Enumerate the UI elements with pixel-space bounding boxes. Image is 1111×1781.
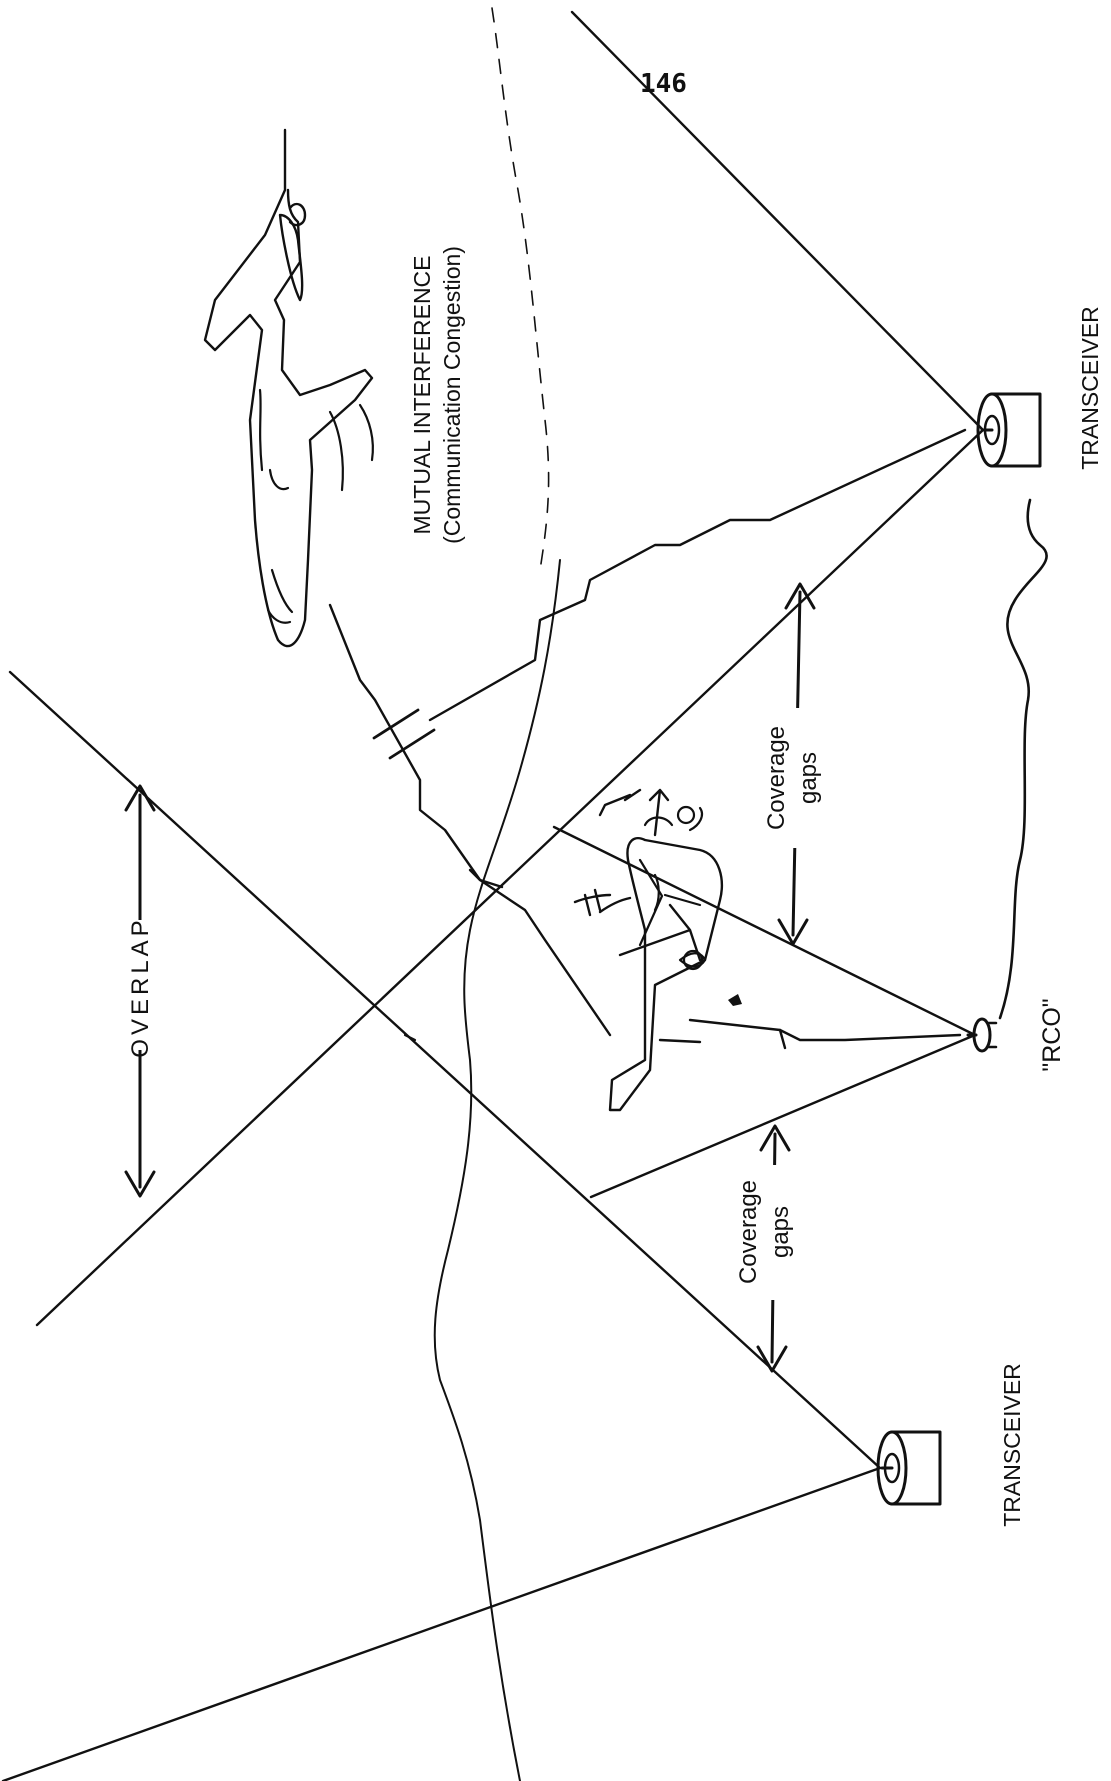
mutual-interference-label: MUTUAL INTERFERENCE [409,256,435,535]
rco-coverage-lower [589,1033,977,1199]
terrain-line [433,559,561,1781]
transceiver-icon [976,392,1042,468]
coverage-gaps-upper-label-2: gaps [795,752,822,804]
rco-station-icon [966,1017,998,1053]
rco-label: "RCO" [1038,998,1066,1071]
coverage-gaps-lower-label-1: Coverage [735,1180,762,1284]
rco-coverage-upper [552,825,977,1037]
helicopter-icon [573,788,742,1112]
coverage-gaps-lower-label-2: gaps [767,1206,794,1258]
landline-link [998,498,1048,1020]
transceiver-bottom-label: TRANSCEIVER [999,1363,1025,1527]
communication-congestion-label: (Communication Congestion) [439,246,465,544]
transceiver-top-label: TRANSCEIVER [1077,306,1103,470]
overlap-label: OVERLAP [127,916,154,1057]
transceiver-icon [876,1430,942,1506]
coverage-line-top-left [35,428,985,1327]
airplane-icon [203,128,374,648]
coverage-gaps-upper-label-1: Coverage [763,726,790,830]
page-number: 146 [640,69,687,99]
coverage-line-top-right [570,10,985,432]
coverage-line-bottom-left [1,1466,882,1781]
dashed-boundary [491,7,550,571]
helicopter-dot [728,994,742,1006]
lightning-signal-icon [328,428,967,1050]
signal-tick [403,1033,417,1042]
coverage-line-bottom-right [8,670,882,1470]
